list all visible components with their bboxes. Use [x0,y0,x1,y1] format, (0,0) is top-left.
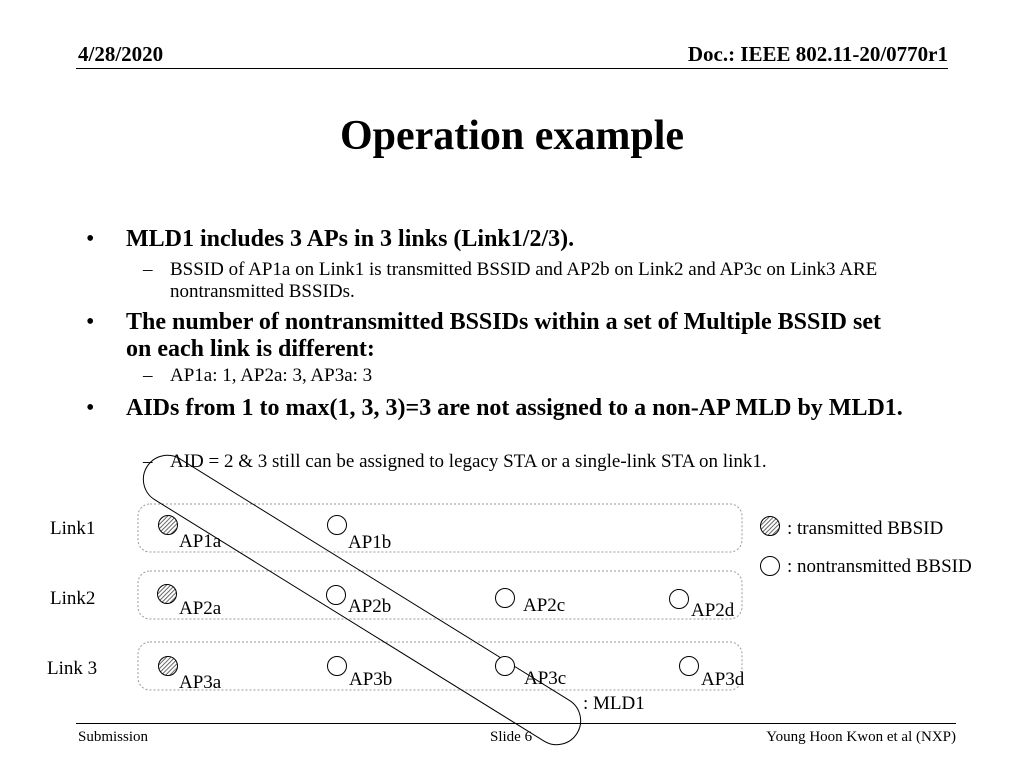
legend-transmitted-icon [760,516,780,536]
ap3c-label: AP3c [524,668,567,689]
link2-box [137,570,743,620]
bullet-2-text: The number of nontransmitted BSSIDs with… [126,309,881,362]
bullet-3: • AIDs from 1 to max(1, 3, 3)=3 are not … [86,395,936,422]
header-rule [76,68,948,69]
sub-bullet-dash: – [143,365,153,386]
link1-box [137,503,743,553]
ap2a-label: AP2a [179,598,222,619]
legend-transmitted-text: : transmitted BBSID [787,518,944,539]
sub-bullet-1-1-text: BSSID of AP1a on Link1 is transmitted BS… [170,259,878,302]
ap1a-transmitted-icon [158,515,178,535]
bullet-dot: • [86,395,95,421]
link2-label: Link2 [50,588,96,609]
header-date: 4/28/2020 [78,42,164,66]
ap3b-label: AP3b [349,669,393,690]
sub-bullet-2-1-text: AP1a: 1, AP2a: 3, AP3a: 3 [170,365,373,386]
ap2b-label: AP2b [348,596,392,617]
sub-bullet-dash: – [143,451,153,472]
legend-mld1-text: : MLD1 [583,693,645,714]
sub-bullet-2-1: – AP1a: 1, AP2a: 3, AP3a: 3 [143,365,373,387]
bullet-dot: • [86,226,95,252]
slide-title: Operation example [339,113,685,159]
footer-rule [76,723,956,724]
header-doc-number: Doc.: IEEE 802.11-20/0770r1 [687,42,948,66]
legend-nontransmitted-icon [760,556,780,576]
bullet-2: • The number of nontransmitted BSSIDs wi… [86,309,886,363]
bullet-1-text: MLD1 includes 3 APs in 3 links (Link1/2/… [126,226,575,252]
ap2d-label: AP2d [691,600,735,621]
sub-bullet-1-1: – BSSID of AP1a on Link1 is transmitted … [143,259,930,303]
footer-slide-number: Slide 6 [490,729,533,745]
ap1b-nontransmitted-icon [327,515,347,535]
bullet-dot: • [86,309,95,335]
bullet-3-text: AIDs from 1 to max(1, 3, 3)=3 are not as… [126,395,903,421]
link3-label: Link 3 [47,658,98,679]
ap2d-nontransmitted-icon [669,589,689,609]
ap3d-nontransmitted-icon [679,656,699,676]
sub-bullet-3-1-text: AID = 2 & 3 still can be assigned to leg… [170,451,767,472]
ap2c-label: AP2c [523,595,566,616]
ap2b-nontransmitted-icon [326,585,346,605]
link3-box [137,641,743,691]
footer-submission: Submission [78,729,149,745]
sub-bullet-dash: – [143,259,153,280]
ap1b-label: AP1b [348,532,392,553]
legend-nontransmitted-text: : nontransmitted BBSID [787,556,972,577]
ap3a-label: AP3a [179,672,222,693]
mld1-outline [142,454,582,746]
sub-bullet-3-1: – AID = 2 & 3 still can be assigned to l… [143,451,767,473]
bullet-1: • MLD1 includes 3 APs in 3 links (Link1/… [86,226,575,253]
footer-author: Young Hoon Kwon et al (NXP) [766,729,956,745]
link1-label: Link1 [50,518,96,539]
ap3a-transmitted-icon [158,656,178,676]
ap3c-nontransmitted-icon [495,656,515,676]
ap1a-label: AP1a [179,531,222,552]
ap3b-nontransmitted-icon [327,656,347,676]
ap2a-transmitted-icon [157,584,177,604]
ap3d-label: AP3d [701,669,745,690]
ap2c-nontransmitted-icon [495,588,515,608]
